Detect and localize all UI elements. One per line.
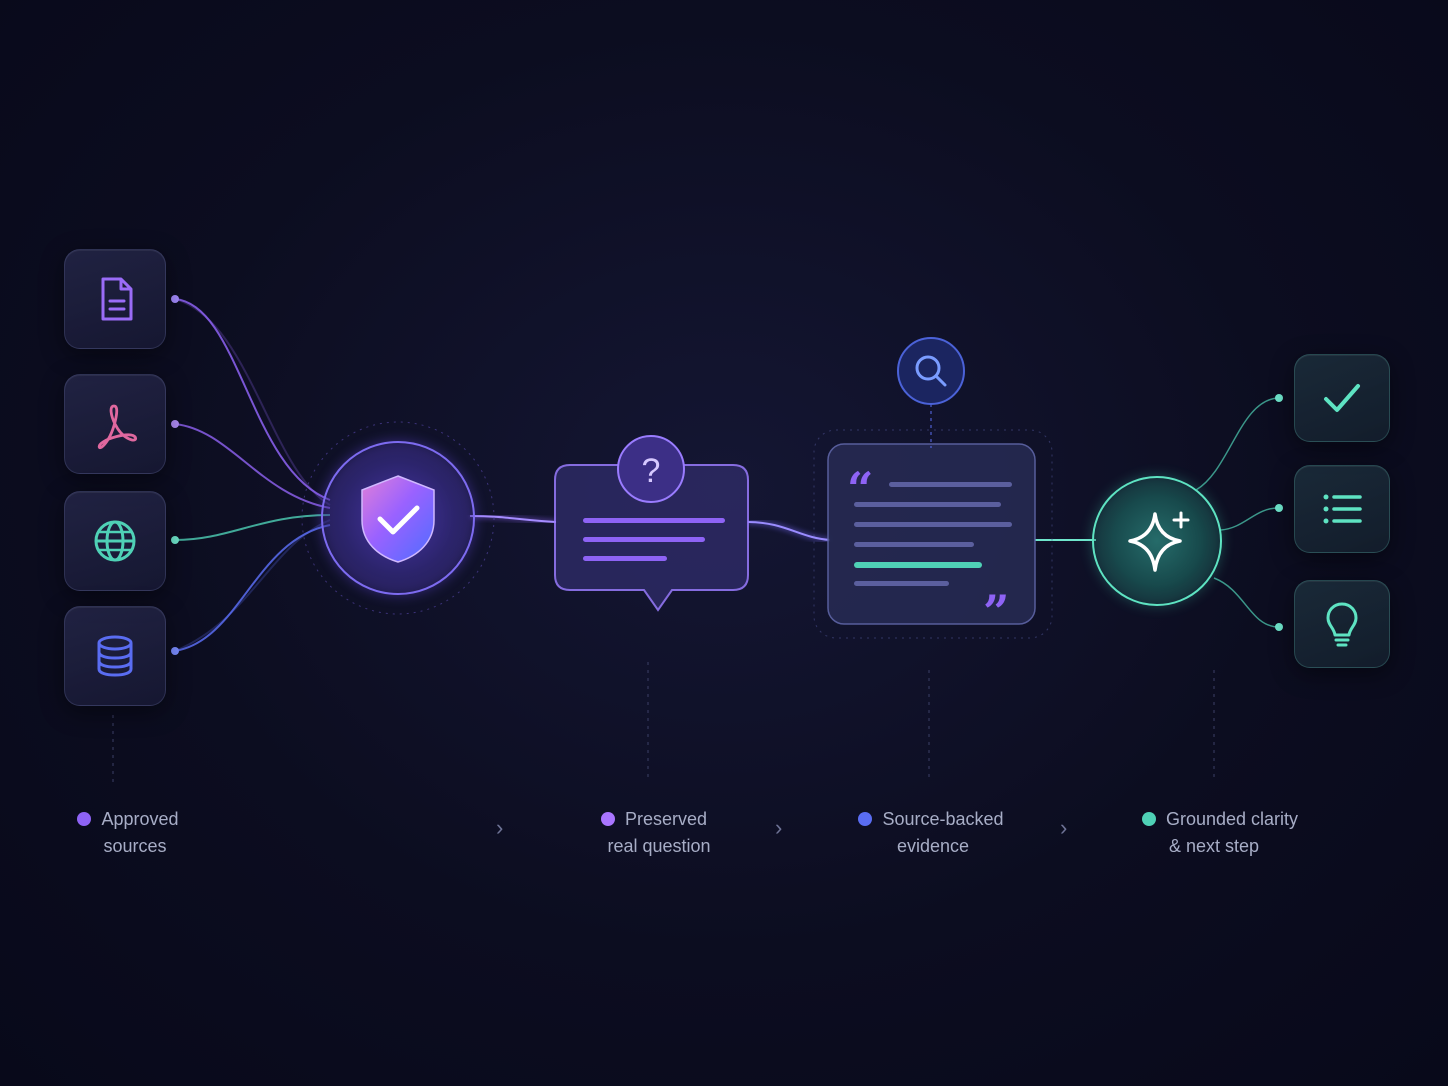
- chevron-right-icon: ›: [496, 815, 504, 840]
- check-icon: [1324, 384, 1360, 412]
- sparkle-node: [1091, 475, 1223, 607]
- shield-check-icon: [361, 475, 435, 563]
- stage-label-line1: Preserved: [624, 809, 708, 829]
- stage-label-grounded-clarity: Grounded clarity & next step: [1136, 806, 1304, 860]
- stage-label-line1: Grounded clarity: [1165, 809, 1299, 829]
- list-output-tile: [1294, 465, 1390, 553]
- stage-dot: [858, 812, 873, 826]
- stage-label-line2: sources: [103, 836, 167, 856]
- document-icon: [101, 277, 133, 321]
- question-mark: ?: [642, 452, 661, 490]
- stage-label-preserved-question: Preserved real question: [588, 806, 720, 860]
- lightbulb-icon: [1326, 602, 1358, 647]
- globe-icon: [94, 520, 136, 562]
- check-output-tile: [1294, 354, 1390, 442]
- database-icon: [97, 635, 133, 677]
- stage-dot: [77, 812, 92, 826]
- stage-label-line1: Approved: [101, 809, 179, 829]
- database-source-tile: [64, 606, 166, 706]
- guide-lines: [112, 662, 1215, 782]
- question-card: ?: [554, 435, 749, 612]
- pdf-source-tile: [64, 374, 166, 474]
- lightbulb-output-tile: [1294, 580, 1390, 668]
- stage-label-approved-sources: Approved sources: [66, 806, 190, 860]
- output-connectors: [1195, 397, 1279, 628]
- evidence-card: “ ”: [813, 337, 1053, 639]
- quote-open-icon: “: [847, 462, 873, 516]
- chevron-right-icon: ›: [1060, 815, 1068, 840]
- stage-label-line1: Source-backed: [882, 809, 1004, 829]
- document-source-tile: [64, 249, 166, 349]
- sparkle-icon: [1128, 512, 1182, 572]
- stage-label-line2: & next step: [1168, 836, 1260, 856]
- search-icon: [915, 355, 947, 387]
- stage-label-line2: real question: [607, 836, 711, 856]
- quote-close-icon: ”: [983, 585, 1009, 639]
- shield-node: [301, 421, 495, 615]
- stage-label-line2: evidence: [896, 836, 970, 856]
- source-connector-dots: [171, 295, 179, 655]
- stage-dot: [1141, 812, 1156, 826]
- source-connectors: [174, 298, 331, 652]
- web-source-tile: [64, 491, 166, 591]
- pdf-icon: [97, 404, 138, 450]
- question-icon: [617, 435, 685, 503]
- stage-label-source-backed-evidence: Source-backed evidence: [856, 806, 1006, 860]
- list-icon: [1323, 494, 1362, 524]
- chevron-right-icon: ›: [775, 815, 783, 840]
- stage-dot: [600, 812, 615, 826]
- main-beam: [469, 513, 1096, 543]
